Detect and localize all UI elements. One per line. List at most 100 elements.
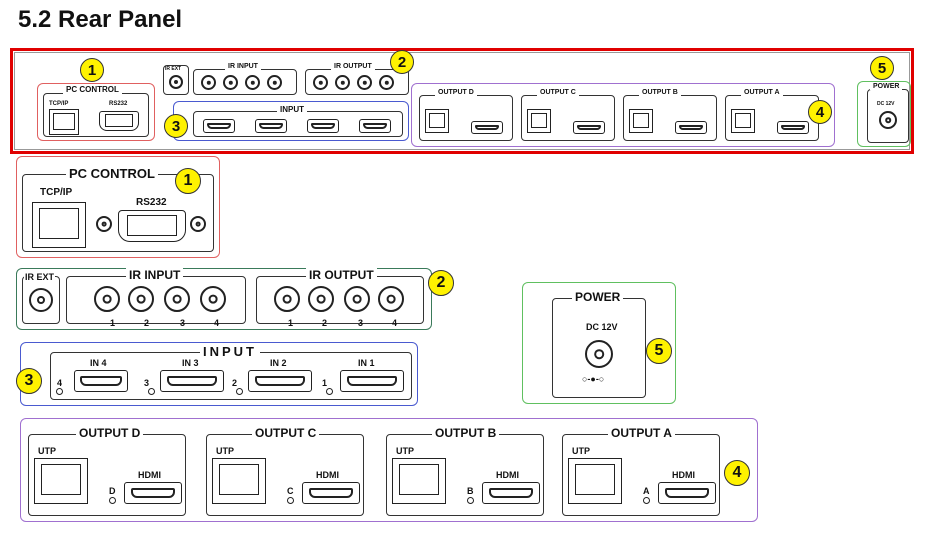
output-c-utp-port — [212, 458, 266, 504]
mini-ir-ext-label: IR EXT — [165, 66, 182, 72]
pc-control-box — [16, 156, 220, 258]
mini-dc-label: DC 12V — [877, 101, 895, 107]
rs232-screw-right — [190, 216, 206, 232]
mini-output-a-label: OUTPUT A — [741, 89, 783, 96]
output-a-hdmi-port — [658, 482, 716, 504]
badge-5: 5 — [646, 338, 672, 364]
hdmi-in4 — [74, 370, 128, 392]
mini-ir-input-jack-3 — [245, 75, 260, 90]
ir-output-num-4: 4 — [392, 318, 398, 328]
mini-ir-input-jack-4 — [267, 75, 282, 90]
hdmi-in3 — [160, 370, 224, 392]
mini-ir-input-jack-2 — [223, 75, 238, 90]
dc-power-jack — [585, 340, 613, 368]
mini-utp-c — [527, 109, 551, 133]
mini-ir-output-jack-3 — [357, 75, 372, 90]
badge-1: 1 — [175, 168, 201, 194]
rear-panel-frame — [10, 48, 914, 154]
mini-ir-output-label: IR OUTPUT — [331, 63, 375, 70]
ir-input-jack-1 — [94, 286, 120, 312]
in3-led-label: 3 — [144, 378, 150, 388]
hdmi-in2 — [248, 370, 312, 392]
mini-hdmi-out-c — [573, 121, 605, 134]
hdmi-in1 — [340, 370, 404, 392]
in2-label: IN 2 — [270, 358, 287, 368]
mini-hdmi-out-b — [675, 121, 707, 134]
in1-led-label: 1 — [322, 378, 328, 388]
mini-ir-input-jack-1 — [201, 75, 216, 90]
badge-2-mini: 2 — [390, 50, 414, 74]
output-d-led — [109, 497, 116, 504]
dc-12v-label: DC 12V — [586, 322, 618, 332]
output-b-led — [467, 497, 474, 504]
mini-dc-jack — [879, 111, 897, 129]
mini-hdmi-out-d — [471, 121, 503, 134]
in2-led — [236, 388, 243, 395]
mini-tcp-label: TCP/IP — [49, 101, 69, 107]
output-d-utp-label: UTP — [38, 446, 56, 456]
mini-output-d-label: OUTPUT D — [435, 89, 477, 96]
output-a-utp-label: UTP — [572, 446, 590, 456]
badge-2: 2 — [428, 270, 454, 296]
in2-led-label: 2 — [232, 378, 238, 388]
output-c-hdmi-port — [302, 482, 360, 504]
input-label: INPUT — [200, 344, 260, 359]
ir-input-jack-3 — [164, 286, 190, 312]
mini-output-c-label: OUTPUT C — [537, 89, 579, 96]
output-box — [20, 418, 758, 522]
mini-ir-output-jack-2 — [335, 75, 350, 90]
mini-pc-control-box — [37, 83, 155, 141]
mini-ir-input-label: IR INPUT — [225, 63, 261, 70]
badge-3: 3 — [16, 368, 42, 394]
mini-pc-control-label: PC CONTROL — [63, 85, 122, 94]
ir-ext-label: IR EXT — [24, 272, 56, 282]
output-d-hdmi-port — [124, 482, 182, 504]
ir-input-num-2: 2 — [144, 318, 150, 328]
rs232-label: RS232 — [136, 197, 167, 208]
ir-input-label: IR INPUT — [126, 268, 184, 282]
in1-label: IN 1 — [358, 358, 375, 368]
in3-led — [148, 388, 155, 395]
mini-utp-d — [425, 109, 449, 133]
mini-power-label: POWER — [870, 83, 903, 90]
output-d-hdmi-label: HDMI — [138, 470, 161, 480]
mini-utp-a — [731, 109, 755, 133]
mini-power-box — [857, 81, 911, 147]
ir-ext-jack — [29, 288, 53, 312]
rs232-port — [118, 210, 186, 242]
mini-ir-ext — [163, 65, 189, 95]
ir-input-jack-4 — [200, 286, 226, 312]
mini-ir-output-jack-4 — [379, 75, 394, 90]
ir-box — [16, 268, 432, 330]
ir-output-jack-4 — [378, 286, 404, 312]
dc-polarity-icon: ○-●-○ — [582, 374, 605, 384]
output-b-utp-label: UTP — [396, 446, 414, 456]
output-c-label: OUTPUT C — [252, 426, 320, 440]
mini-rs232-port — [99, 111, 139, 131]
mini-output-b-label: OUTPUT B — [639, 89, 681, 96]
output-c-led-label: C — [287, 486, 294, 496]
output-a-hdmi-label: HDMI — [672, 470, 695, 480]
output-c-hdmi-label: HDMI — [316, 470, 339, 480]
output-a-led-label: A — [643, 486, 650, 496]
output-b-utp-port — [392, 458, 446, 504]
ir-output-jack-3 — [344, 286, 370, 312]
tcp-ip-port — [32, 202, 86, 248]
page-title: 5.2 Rear Panel — [18, 6, 183, 33]
ir-output-label: IR OUTPUT — [306, 268, 377, 282]
output-a-utp-port — [568, 458, 622, 504]
mini-utp-b — [629, 109, 653, 133]
output-b-hdmi-label: HDMI — [496, 470, 519, 480]
output-c-utp-label: UTP — [216, 446, 234, 456]
tcp-ip-label: TCP/IP — [40, 187, 73, 198]
output-b-hdmi-port — [482, 482, 540, 504]
in1-led — [326, 388, 333, 395]
badge-3-mini: 3 — [164, 114, 188, 138]
pc-control-label: PC CONTROL — [66, 166, 158, 181]
badge-4: 4 — [724, 460, 750, 486]
in3-label: IN 3 — [182, 358, 199, 368]
in4-label: IN 4 — [90, 358, 107, 368]
badge-4-mini: 4 — [808, 100, 832, 124]
mini-rs232-label: RS232 — [109, 101, 128, 107]
badge-1-mini: 1 — [80, 58, 104, 82]
